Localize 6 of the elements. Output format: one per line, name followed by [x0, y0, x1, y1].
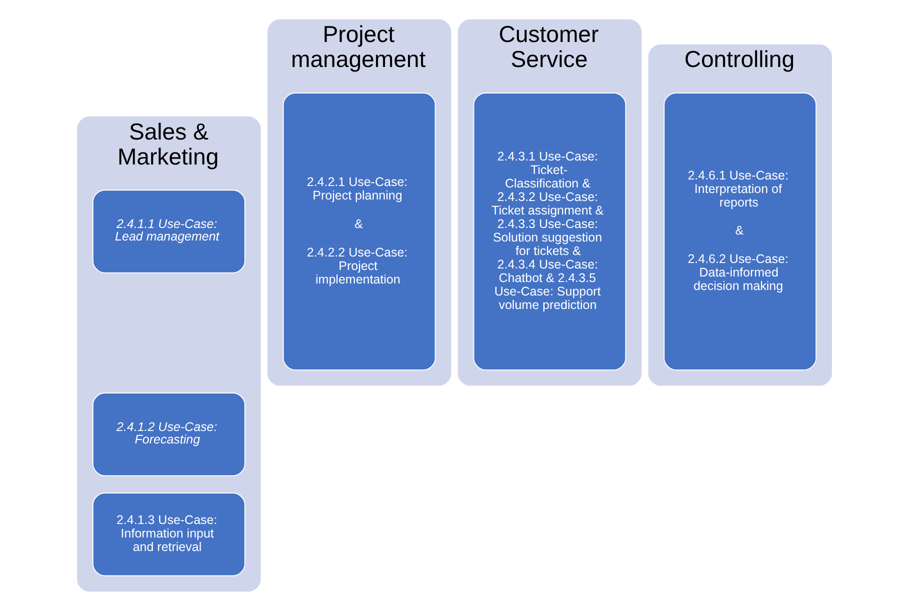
node-box: 2.4.2.1 Use-Case: Project planning & 2.4.2.2 Use-Case: Project implementation	[282, 92, 436, 370]
node-box: 2.4.1.3 Use-Case: Information input and retrieval	[92, 492, 246, 576]
node-box: 2.4.1.2 Use-Case: Forecasting	[92, 392, 246, 476]
node-box: 2.4.3.1 Use-Case: Ticket-Classification & 2.4.3.2 Use-Case: Ticket assignment & 2.4.3.3 Use-Case: Solution suggestion for tickets & 2.4.3.4 Use-Case: Chatbot & 2.4.3.5 Use-Case: Support volume prediction	[473, 92, 626, 370]
node-box: 2.4.6.1 Use-Case: Interpretation of reports & 2.4.6.2 Use-Case: Data-informed decision making	[664, 92, 817, 370]
node-box: 2.4.1.1 Use-Case: Lead management	[92, 190, 246, 274]
